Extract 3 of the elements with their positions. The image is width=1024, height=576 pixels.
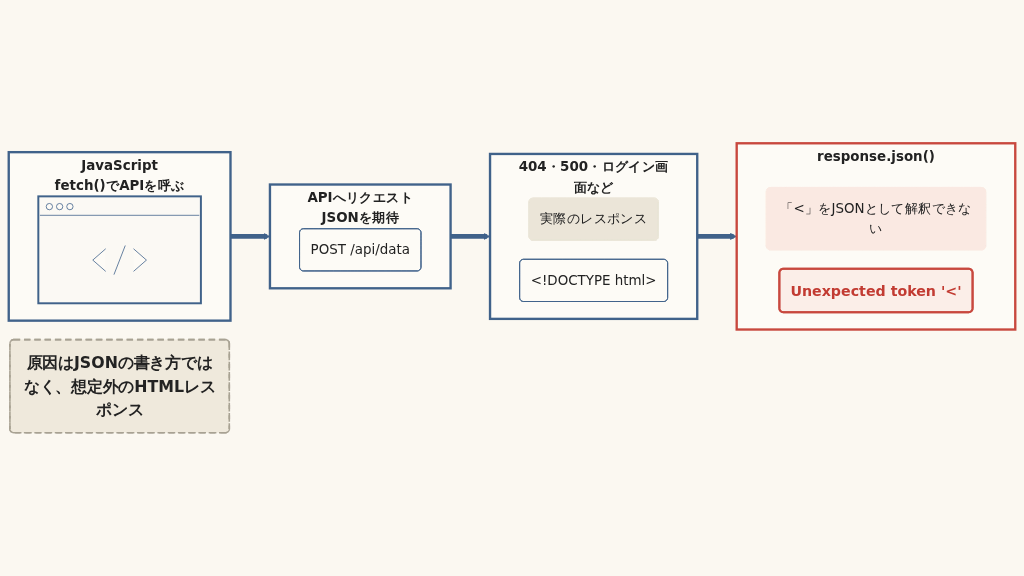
arrow	[697, 232, 737, 240]
cluster: JavaScript fetch()でAPIを呼ぶ	[7, 151, 232, 322]
arrow	[450, 232, 491, 240]
